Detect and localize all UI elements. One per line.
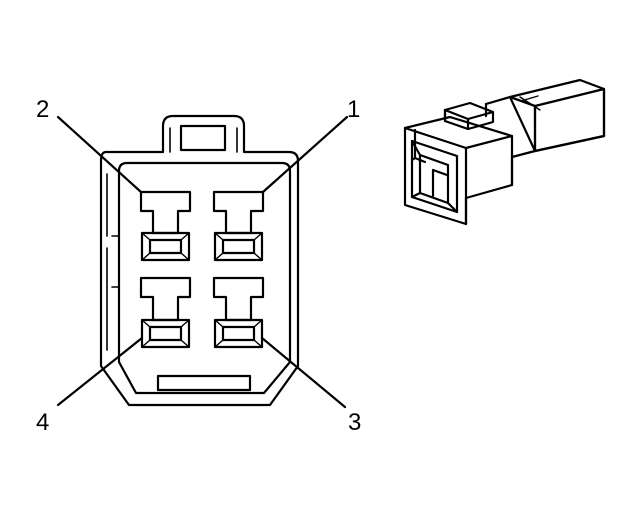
cavity-outline — [117, 161, 292, 395]
connector-face-view-icon — [99, 114, 300, 407]
latch-window — [179, 124, 227, 152]
terminal-2-cavity — [139, 190, 192, 262]
connector-body-isometric-icon — [403, 78, 606, 226]
terminal-4-cavity — [139, 276, 192, 349]
leader-line-2 — [56, 115, 143, 194]
terminal-1-cavity — [212, 190, 265, 262]
leader-line-3 — [260, 336, 347, 409]
leader-line-1 — [261, 115, 349, 194]
callout-label-1: 1 — [347, 96, 360, 123]
housing-outline — [99, 114, 300, 407]
leader-line-4 — [56, 336, 144, 407]
callout-label-3: 3 — [348, 409, 361, 436]
callout-label-2: 2 — [36, 96, 49, 123]
callout-label-4: 4 — [36, 409, 49, 436]
key-slot — [156, 374, 252, 392]
terminal-3-cavity — [212, 276, 265, 349]
